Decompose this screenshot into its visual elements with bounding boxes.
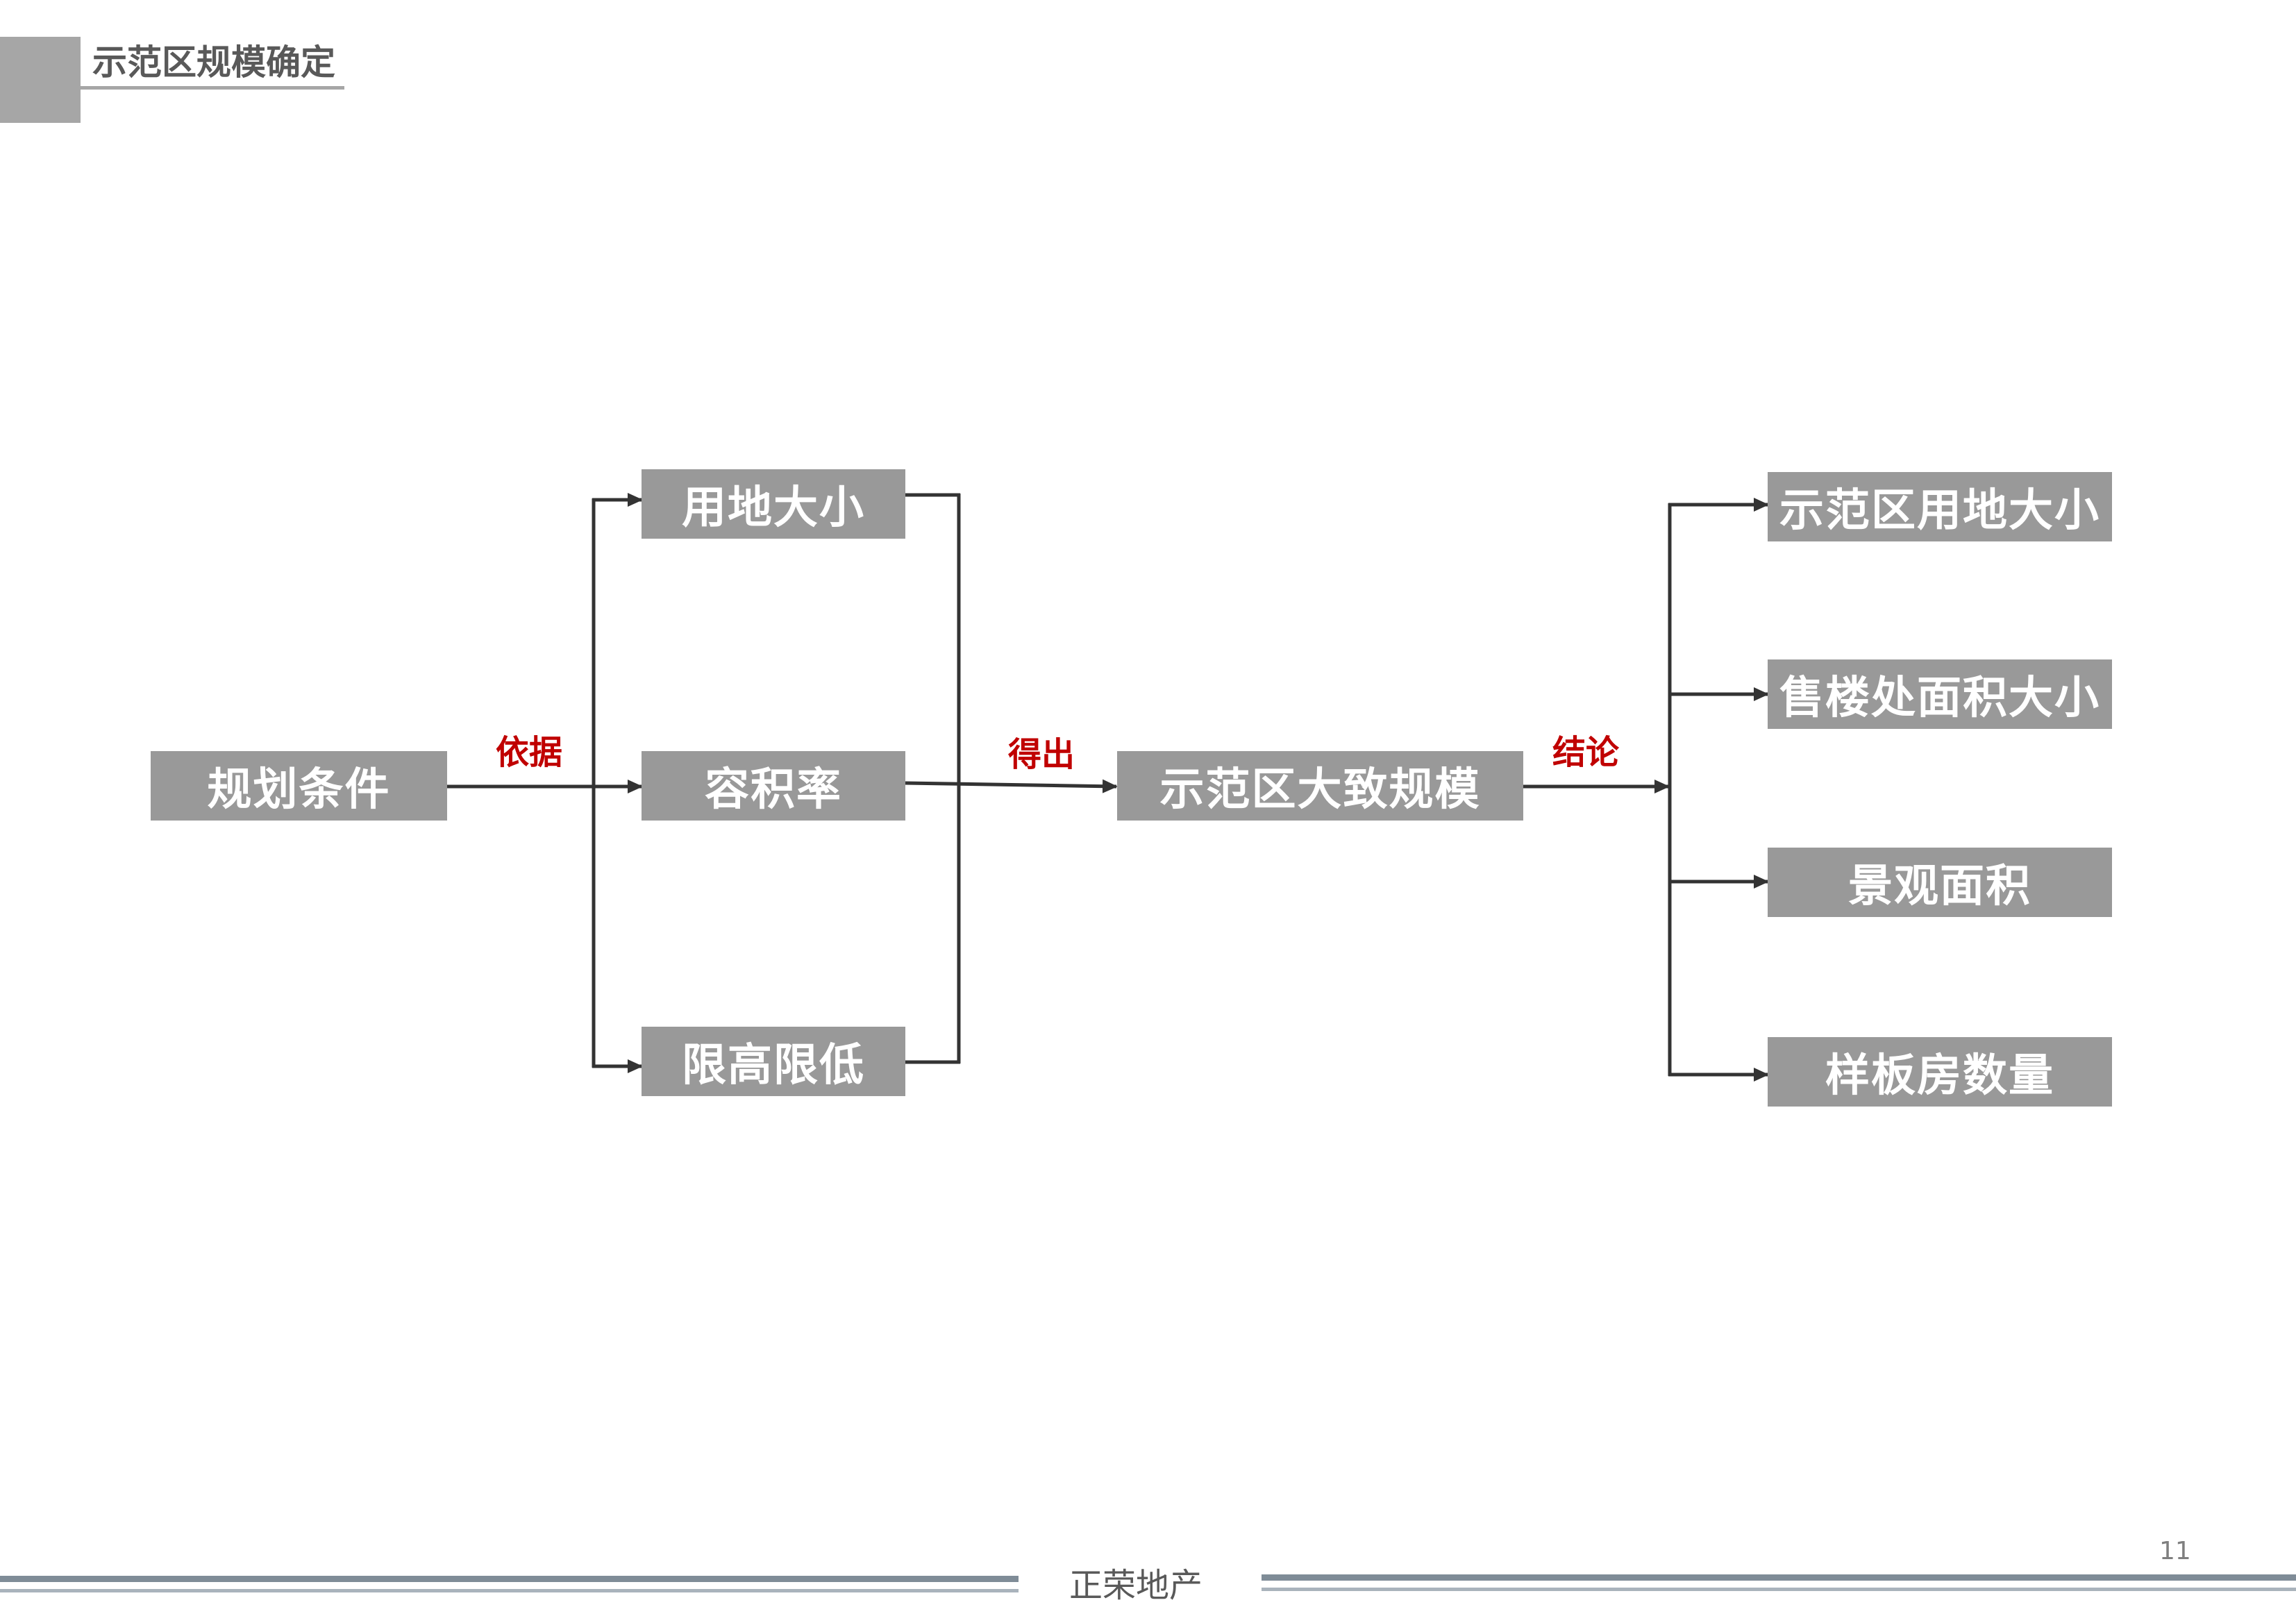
footer-company-name: 正荣地产 [1069, 1566, 1203, 1605]
node-show-house-count: 样板房数量 [1768, 1037, 2112, 1107]
node-landscape-area: 景观面积 [1768, 848, 2112, 917]
node-height-limits: 限高限低 [642, 1027, 905, 1096]
node-sales-office-area: 售楼处面积大小 [1768, 659, 2112, 729]
node-plot-ratio: 容积率 [642, 751, 905, 821]
node-demo-land-size: 示范区用地大小 [1768, 472, 2112, 541]
header-accent-block [0, 37, 81, 123]
edge-to-demo-scale [905, 779, 1118, 793]
node-planning-conditions: 规划条件 [151, 751, 447, 821]
edge-label-basis: 依据 [496, 733, 563, 772]
footer-line-left [0, 1576, 1019, 1582]
page-number: 11 [2159, 1537, 2191, 1565]
footer-line-right-thin [1262, 1588, 2296, 1591]
header-underline [81, 86, 344, 90]
page-title: 示范区规模确定 [92, 42, 335, 83]
node-demo-area-scale: 示范区大致规模 [1117, 751, 1523, 821]
node-land-size: 用地大小 [642, 469, 905, 539]
edge-label-derive: 得出 [1008, 735, 1075, 774]
footer-line-left-thin [0, 1589, 1019, 1592]
edge-label-conclusion: 结论 [1552, 733, 1620, 772]
footer-line-right [1262, 1574, 2296, 1581]
